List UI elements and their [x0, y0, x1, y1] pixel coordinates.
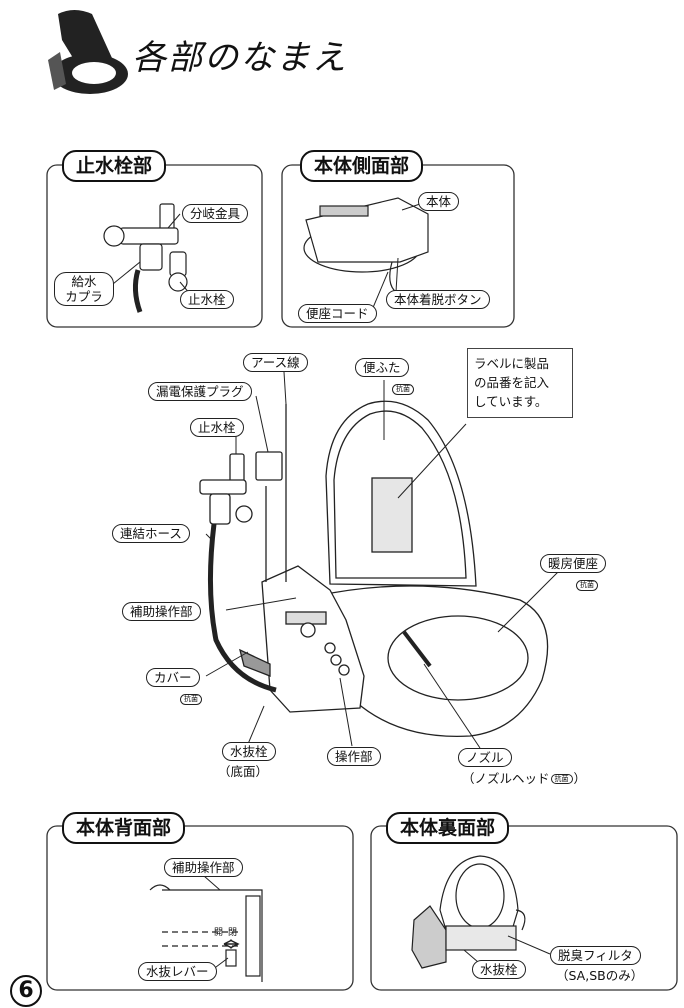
section-title-stopcock: 止水栓部: [62, 150, 167, 182]
stopcock-drawing: [103, 203, 188, 313]
toilet-icon: [48, 10, 128, 94]
label-control-panel: 操作部: [327, 747, 381, 766]
page-title: 各部のなまえ: [132, 38, 348, 78]
lid-antibacterial-badge: 抗菌: [392, 384, 414, 395]
label-stopcock: 止水栓: [180, 290, 234, 309]
note-line-1: ラベルに製品: [474, 356, 550, 371]
label-aux-panel-back: 補助操作部: [164, 858, 243, 877]
label-cover: カバー: [146, 668, 200, 687]
label-earth-wire: アース線: [243, 353, 308, 372]
label-hose: 連結ホース: [112, 524, 190, 543]
section-title-bottom: 本体裏面部: [386, 812, 510, 844]
label-seat-cord: 便座コード: [298, 304, 377, 323]
label-stopcock-main: 止水栓: [190, 418, 244, 437]
label-water-coupler-line2: カプラ: [65, 289, 103, 304]
label-drain-plug: 水抜栓: [222, 742, 276, 761]
note-line-2: の品番を記入: [474, 375, 550, 390]
back-frame: [46, 825, 354, 991]
main-toilet-drawing: [199, 400, 549, 738]
back-drawing: [149, 884, 263, 982]
nozzle-note-suffix: ）: [573, 771, 587, 786]
page-number: 6: [10, 975, 42, 1007]
label-filter-note: （SA,SBのみ）: [556, 968, 644, 983]
label-water-coupler: 給水 カプラ: [54, 272, 114, 306]
note-line-3: しています。: [474, 394, 548, 409]
label-branch-fitting: 分岐金具: [182, 204, 249, 223]
nozzle-note-prefix: （ノズルヘッド: [462, 771, 550, 786]
bottom-frame: [370, 825, 678, 991]
nozzle-antibacterial-badge: 抗菌: [550, 774, 573, 784]
label-heated-seat: 暖房便座: [540, 554, 607, 573]
label-drain-lever: 水抜レバー: [138, 962, 217, 981]
label-water-coupler-line1: 給水: [71, 274, 97, 289]
label-deodorant-filter: 脱臭フィルタ: [550, 946, 641, 965]
leader-lines: [205, 371, 561, 749]
label-close: 閉: [228, 928, 238, 938]
section-title-back: 本体背面部: [62, 812, 186, 844]
label-drain-plug-bottom: 水抜栓: [472, 960, 526, 979]
seat-antibacterial-badge: 抗菌: [576, 580, 598, 591]
label-note-box: ラベルに製品 の品番を記入 しています。: [467, 348, 573, 418]
section-title-side: 本体側面部: [300, 150, 424, 182]
side-drawing: [303, 197, 429, 293]
label-leak-plug: 漏電保護プラグ: [148, 382, 252, 401]
cover-antibacterial-badge: 抗菌: [180, 694, 202, 705]
label-drain-plug-note: （底面）: [218, 764, 269, 779]
label-lid: 便ふた: [355, 358, 409, 377]
label-nozzle-note: （ノズルヘッド抗菌）: [462, 771, 586, 786]
label-nozzle: ノズル: [458, 748, 512, 767]
label-aux-panel: 補助操作部: [122, 602, 201, 621]
label-release-button: 本体着脱ボタン: [386, 290, 490, 309]
bottom-drawing: [411, 855, 526, 969]
label-body: 本体: [418, 192, 460, 211]
label-open: 開: [214, 928, 224, 938]
